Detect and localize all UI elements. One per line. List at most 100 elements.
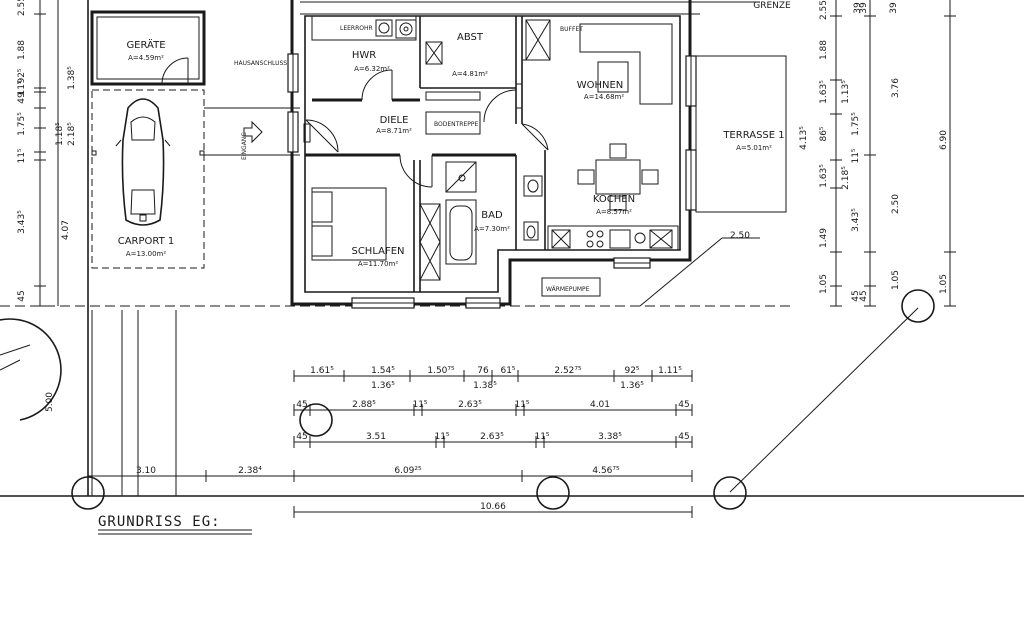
dim-left-8: 45: [17, 290, 27, 301]
dimension-lines-right: 2.55 1.88 1.63⁵ 86⁵ 1.75⁵ 1.63⁵ 3.43⁵ 1.…: [819, 0, 956, 307]
dim-row1-0: 1.61⁵: [310, 366, 334, 376]
dim-right1-3: 86⁵: [819, 126, 829, 141]
room-hwr-name: HWR: [352, 50, 376, 61]
dim-top-right-1: 39: [853, 2, 863, 14]
dim-row1-2: 1.50⁷⁵: [427, 366, 455, 376]
dim-right2-2: 2.50: [891, 194, 901, 214]
room-diele-area: A=8.71m²: [376, 127, 412, 135]
room-geraete-area: A=4.59m²: [128, 54, 164, 62]
doors: [305, 69, 549, 188]
buffet-label: BUFFET: [560, 26, 583, 33]
room-diele-name: DIELE: [380, 115, 409, 126]
dim-row1-7: 1.11⁵: [658, 366, 682, 376]
dim-row2-6: 45: [678, 400, 689, 410]
dim-row1-4: 61⁵: [500, 366, 515, 376]
dim-right1-1: 1.88: [819, 40, 829, 60]
room-schlafen-area: A=11.70m²: [358, 260, 399, 268]
dim-row3-6: 45: [678, 432, 689, 442]
dim-left-0: 2.55: [17, 0, 27, 16]
dim-right2-0: 39: [859, 2, 869, 14]
dim-row2-2: 11⁵: [412, 400, 427, 410]
dim-row1-sub-1: 1.38⁵: [473, 381, 497, 391]
dim-left-4: 49: [17, 92, 27, 104]
dim-row4-3: 4.56⁷⁵: [592, 466, 620, 476]
dim-right1-7: 1.49: [819, 228, 829, 248]
dim-top-right-0: 39: [889, 2, 899, 14]
dim-total: 10.66: [480, 502, 506, 512]
dim-right1-9: 45: [851, 290, 861, 301]
dim-right3-0: 6.90: [939, 130, 949, 150]
room-geraete-name: GERÄTE: [126, 38, 165, 51]
dim-left-5: 1.75⁵: [17, 112, 27, 136]
empty-pipe-label: LEERROHR: [340, 25, 373, 32]
dim-row1-5: 2.52⁷⁵: [554, 366, 582, 376]
dim-row2-0: 45: [296, 400, 307, 410]
carport: [91, 89, 205, 269]
terrace: [695, 55, 787, 213]
dim-row1-6: 92⁵: [624, 366, 639, 376]
room-bad-name: BAD: [481, 210, 503, 221]
geraete-shed: [90, 10, 206, 86]
dim-row3-2: 11⁵: [434, 432, 449, 442]
heat-pump-label: WÄRMEPUMPE: [546, 286, 590, 293]
dim-row3-4: 11⁵: [534, 432, 549, 442]
title-block: GRUNDRISS EG:: [98, 514, 252, 535]
dim-left-inner-2: 2.18⁵: [67, 122, 77, 146]
dim-left-2: 11⁵: [17, 80, 27, 95]
car-icon: [115, 98, 171, 226]
survey-markers: [0, 289, 935, 510]
house-connection-label: HAUSANSCHLUSS: [234, 60, 287, 67]
dim-terrace-width: 2.50: [730, 231, 750, 241]
room-kochen-area: A=8.57m²: [596, 208, 632, 216]
dim-left-inner-0: 1.38⁵: [67, 66, 77, 90]
room-schlafen-name: SCHLAFEN: [351, 246, 404, 257]
dim-right1-sub-1: 2.18⁵: [841, 166, 851, 190]
dim-row2-5: 4.01: [590, 400, 610, 410]
dimension-lines-left: 2.55 1.88 11⁵ 92⁵ 49 1.75⁵ 11⁵ 3.43⁵ 45 …: [17, 0, 77, 412]
dim-left-3: 92⁵: [17, 68, 27, 83]
room-bad-area: A=7.30m²: [474, 225, 510, 233]
entrance-label: EINGANG: [241, 132, 248, 160]
room-wohnen-name: WOHNEN: [577, 80, 624, 91]
dim-row3-5: 3.38⁵: [598, 432, 622, 442]
dim-right1-4: 1.75⁵: [851, 112, 861, 136]
dim-row2-3: 2.63⁵: [458, 400, 482, 410]
room-labels: GERÄTE A=4.59m² CARPORT 1 A=13.00m² HWR …: [118, 1, 791, 293]
dimension-lines-horizontal: 1.61⁵ 1.54⁵ 1.50⁷⁵ 76 61⁵ 2.52⁷⁵ 92⁵ 1.1…: [87, 126, 809, 518]
furniture: [243, 19, 679, 297]
dim-terrace-depth: 4.13⁵: [799, 126, 809, 150]
dim-right1-0: 2.55: [819, 0, 829, 20]
room-wohnen-area: A=14.68m²: [584, 93, 625, 101]
dim-row4-2: 6.09²⁵: [394, 466, 422, 476]
dim-right1-5: 1.63⁵: [819, 164, 829, 188]
dim-left-side: 5.00: [45, 392, 55, 412]
dim-row4-1: 2.38⁴: [238, 466, 262, 476]
dim-left-7: 3.43⁵: [17, 210, 27, 234]
dim-left-6: 11⁵: [17, 148, 27, 163]
windows: [287, 53, 697, 309]
boundary-label: GRENZE: [753, 1, 791, 11]
room-terrasse-name: TERRASSE 1: [722, 130, 784, 141]
dim-left-inner-1: 1.18⁵: [55, 122, 65, 146]
dim-right1-8: 1.05: [819, 274, 829, 294]
dim-row1-3: 76: [477, 366, 489, 376]
dim-right2-4: 45: [859, 290, 869, 301]
room-abst-area: A=4.81m²: [452, 70, 488, 78]
room-hwr-area: A=6.32m²: [354, 65, 390, 73]
dim-row2-1: 2.88⁵: [352, 400, 376, 410]
dim-right2-1: 3.76: [891, 78, 901, 98]
dim-left-1: 1.88: [17, 40, 27, 60]
room-carport-area: A=13.00m²: [126, 250, 167, 258]
plan-title: GRUNDRISS EG:: [98, 514, 221, 530]
attic-stairs-label: BODENTREPPE: [434, 121, 478, 128]
dim-row1-sub-2: 1.36⁵: [620, 381, 644, 391]
dim-row2-4: 11⁵: [514, 400, 529, 410]
dim-row3-3: 2.63⁵: [480, 432, 504, 442]
dim-left-inner-3: 4.07: [61, 220, 71, 240]
dim-right1-2: 1.63⁵: [819, 80, 829, 104]
dim-right1-6: 3.43⁵: [851, 208, 861, 232]
dim-row1-1: 1.54⁵: [371, 366, 395, 376]
dim-row3-0: 45: [296, 432, 307, 442]
room-carport-name: CARPORT 1: [118, 236, 175, 247]
